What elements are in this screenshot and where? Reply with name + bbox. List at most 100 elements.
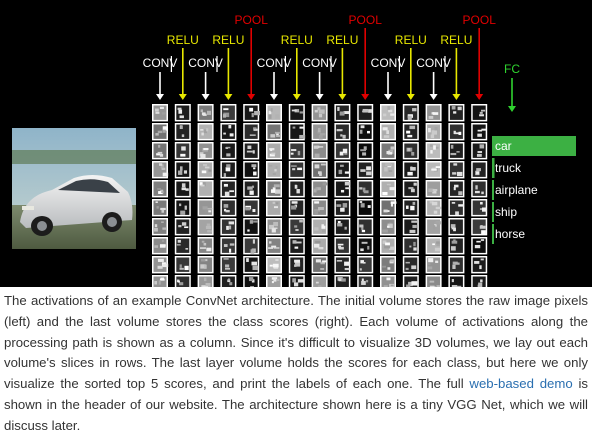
activation-speck xyxy=(385,242,390,246)
activation-speck xyxy=(292,126,296,129)
activation-speck xyxy=(154,224,158,228)
activation-speck xyxy=(184,265,189,271)
activation-speck xyxy=(269,164,273,167)
activation-speck xyxy=(362,108,368,113)
activation-speck xyxy=(159,153,164,157)
activation-speck xyxy=(361,229,366,233)
activation-speck xyxy=(200,154,206,159)
activation-speck xyxy=(367,245,370,250)
activation-speck xyxy=(272,227,278,230)
activation-speck xyxy=(271,245,277,248)
activation-speck xyxy=(361,280,366,285)
activation-speck xyxy=(161,167,166,170)
activation-speck xyxy=(315,281,319,284)
activation-speck xyxy=(390,259,395,262)
activation-speck xyxy=(179,282,184,286)
activation-speck xyxy=(314,164,320,169)
activation-speck xyxy=(405,261,410,264)
activation-speck xyxy=(159,244,166,248)
activation-speck xyxy=(269,241,272,244)
activation-speck xyxy=(185,188,189,191)
activation-column xyxy=(402,104,419,287)
activation-speck xyxy=(179,115,184,119)
activation-map xyxy=(472,276,486,287)
activation-speck xyxy=(291,165,297,167)
activation-speck xyxy=(359,201,363,203)
activation-speck xyxy=(227,279,231,283)
activation-speck xyxy=(158,191,163,194)
activation-speck xyxy=(161,112,166,115)
caption-text-before-link: The activations of an example ConvNet ar… xyxy=(4,293,588,392)
activation-speck xyxy=(387,106,391,110)
activation-speck xyxy=(270,134,276,138)
activation-speck xyxy=(386,151,390,155)
activation-speck xyxy=(181,183,186,188)
web-based-demo-link[interactable]: web-based demo xyxy=(469,376,573,392)
activation-speck xyxy=(297,279,304,283)
activation-speck xyxy=(275,114,280,119)
activation-map xyxy=(472,124,486,139)
activation-speck xyxy=(156,153,161,156)
activation-speck xyxy=(319,172,322,176)
activation-speck xyxy=(253,167,256,170)
activation-speck xyxy=(344,171,350,174)
activation-speck xyxy=(318,207,324,211)
activation-speck xyxy=(431,201,438,206)
activation-speck xyxy=(226,153,231,157)
activation-speck xyxy=(251,185,255,188)
activation-speck xyxy=(269,264,273,267)
activation-speck xyxy=(158,163,163,166)
activation-speck xyxy=(297,150,301,156)
activation-speck xyxy=(315,240,321,244)
activation-speck xyxy=(322,182,328,186)
score-label: car xyxy=(495,139,512,153)
activation-speck xyxy=(336,260,343,262)
activation-map xyxy=(153,200,167,215)
activation-speck xyxy=(294,184,297,189)
caption-text-after-link: is shown in the header of our website. T… xyxy=(4,376,589,433)
activation-speck xyxy=(429,201,434,204)
activation-speck xyxy=(387,225,390,228)
activation-speck xyxy=(228,225,232,230)
activation-speck xyxy=(294,246,299,249)
activation-speck xyxy=(479,111,483,114)
activation-speck xyxy=(451,202,456,204)
activation-speck xyxy=(413,182,417,186)
activation-speck xyxy=(204,129,207,134)
activation-speck xyxy=(223,173,227,178)
activation-speck xyxy=(478,282,483,287)
conv-arrow xyxy=(384,72,392,100)
activation-speck xyxy=(206,110,212,115)
activation-speck xyxy=(452,264,456,269)
activation-speck xyxy=(276,135,280,137)
input-car-image xyxy=(12,128,136,249)
activation-column xyxy=(243,104,261,287)
activation-speck xyxy=(199,247,206,250)
activation-speck xyxy=(313,188,317,193)
activation-speck xyxy=(428,115,434,119)
activation-speck xyxy=(296,189,300,194)
activation-speck xyxy=(293,282,299,287)
activation-speck xyxy=(343,111,350,115)
conv-label: CONV xyxy=(143,56,178,70)
activation-speck xyxy=(406,284,411,287)
activation-speck xyxy=(222,114,227,118)
score-bar xyxy=(492,224,494,244)
activation-speck xyxy=(318,171,322,175)
activation-map xyxy=(335,276,349,287)
activation-speck xyxy=(203,163,208,167)
activation-speck xyxy=(339,151,344,156)
activation-speck xyxy=(201,132,204,136)
activation-speck xyxy=(156,206,159,209)
activation-speck xyxy=(229,248,232,253)
activation-speck xyxy=(390,201,397,204)
figure-caption: The activations of an example ConvNet ar… xyxy=(4,291,588,437)
activation-speck xyxy=(292,240,297,244)
activation-map xyxy=(472,105,486,120)
activation-speck xyxy=(225,146,231,149)
activation-speck xyxy=(359,224,364,228)
activation-speck xyxy=(314,227,319,231)
activation-speck xyxy=(454,132,459,135)
activation-speck xyxy=(178,170,183,175)
activation-speck xyxy=(342,203,348,208)
